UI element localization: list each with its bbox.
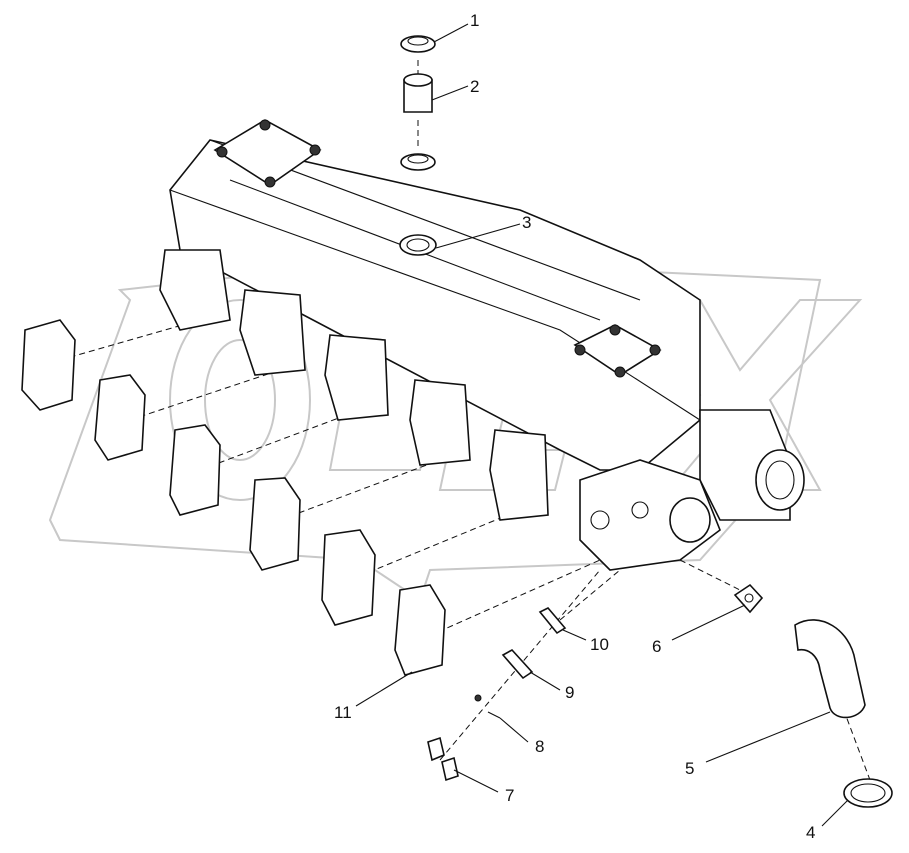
part-8-pin xyxy=(474,694,501,719)
part-9-plate xyxy=(501,648,534,680)
callout-2: 2 xyxy=(470,77,479,96)
part-7-bolts xyxy=(427,736,459,782)
gasket-set xyxy=(21,319,446,676)
callout-1: 1 xyxy=(470,11,479,30)
callout-7: 7 xyxy=(505,786,514,805)
part-1-clamp xyxy=(400,35,436,53)
callout-10: 10 xyxy=(590,635,609,654)
part-6-fitting xyxy=(733,583,764,614)
callout-3: 3 xyxy=(522,213,531,232)
callout-8: 8 xyxy=(535,737,544,756)
part-4-hose-clamp xyxy=(843,778,893,808)
callout-5: 5 xyxy=(685,759,694,778)
callout-4: 4 xyxy=(806,823,815,842)
part-2-lower-clamp xyxy=(400,153,436,171)
leader-lines xyxy=(355,23,849,827)
part-10-gasket xyxy=(538,607,567,635)
intake-manifold xyxy=(159,119,805,571)
callout-6: 6 xyxy=(652,637,661,656)
callout-11: 11 xyxy=(334,703,352,722)
callout-labels: 1 2 3 4 5 6 7 8 9 10 11 xyxy=(334,11,815,842)
part-5-hose xyxy=(794,619,866,719)
part-2-sleeve xyxy=(403,73,433,113)
callout-9: 9 xyxy=(565,683,574,702)
